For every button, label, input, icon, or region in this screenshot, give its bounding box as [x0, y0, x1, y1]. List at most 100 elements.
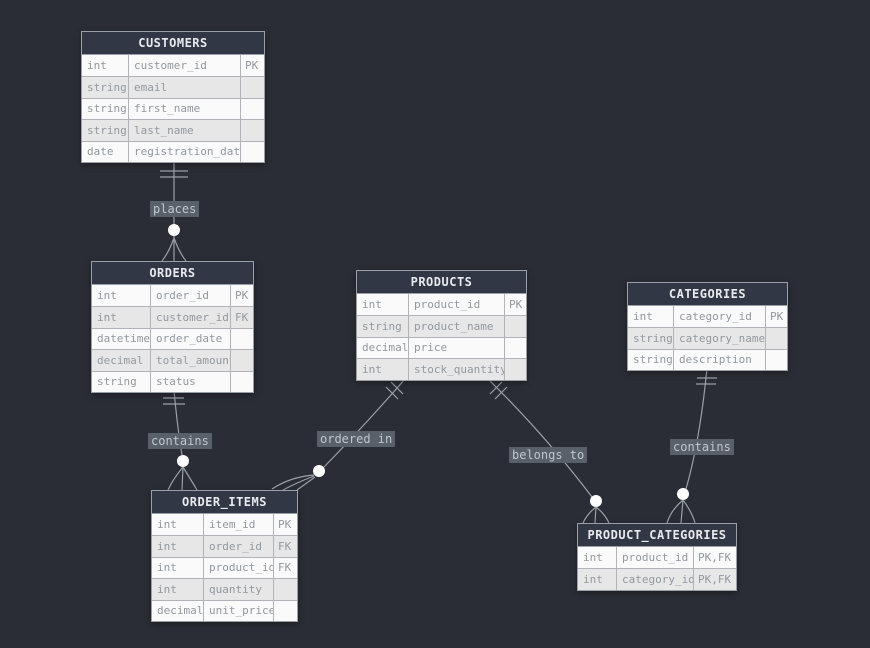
column-type-cell: int	[152, 557, 204, 579]
relationship-label-ordered-in[interactable]: ordered in	[317, 431, 396, 447]
column-name-cell: last_name	[129, 120, 241, 141]
column-name-cell: category_name	[674, 328, 766, 349]
column-type-cell: int	[82, 55, 129, 77]
column-name-cell: product_id	[409, 294, 505, 316]
column-type-cell: string	[82, 77, 129, 98]
column-name-cell: description	[674, 349, 766, 371]
column-key-cell: PK,FK	[698, 551, 732, 565]
cardinality-circle	[313, 465, 325, 477]
column-key-cell	[766, 328, 787, 348]
column-name-cell: registration_date	[129, 141, 241, 162]
cardinality-one-marks	[489, 381, 508, 400]
connector-belongs-to[interactable]	[487, 378, 610, 524]
cardinality-one-marks	[163, 397, 185, 405]
connector-contains-orders[interactable]	[163, 390, 198, 491]
relationship-label-places[interactable]: places	[150, 201, 200, 217]
column-name-cell: stock_quantity	[409, 359, 505, 380]
table-title-product-categories[interactable]: PRODUCT_CATEGORIES	[578, 524, 736, 547]
table-title-orders[interactable]: ORDERS	[92, 262, 253, 285]
column-key-cell	[241, 77, 264, 97]
column-name-cell: order_id	[151, 285, 231, 307]
crow-foot	[167, 466, 198, 491]
column-key-cell	[231, 350, 253, 370]
relationship-label-contains-orders[interactable]: contains	[148, 433, 212, 449]
relationship-label-contains-categories[interactable]: contains	[670, 439, 734, 455]
cardinality-circle	[677, 488, 689, 500]
column-key-cell	[505, 359, 526, 379]
column-type-cell: string	[628, 349, 674, 371]
column-name-cell: product_id	[617, 547, 694, 569]
column-name-cell: status	[151, 371, 231, 392]
column-key-cell	[274, 601, 297, 621]
table-title-categories[interactable]: CATEGORIES	[628, 283, 787, 306]
column-key-cell: PK	[235, 289, 249, 303]
column-name-cell: order_id	[204, 536, 274, 557]
column-key-cell: PK	[245, 59, 259, 73]
column-name-cell: unit_price	[204, 600, 274, 621]
cardinality-circle	[168, 224, 180, 236]
column-type-cell: datetime	[92, 328, 151, 350]
relationship-label-belongs-to[interactable]: belongs to	[509, 447, 588, 463]
column-type-cell: int	[152, 536, 204, 557]
column-type-cell: string	[82, 120, 129, 141]
cardinality-circle	[590, 495, 602, 507]
column-name-cell: price	[409, 337, 505, 359]
cardinality-one-marks	[160, 170, 188, 178]
table-title-customers[interactable]: CUSTOMERS	[82, 32, 264, 55]
column-type-cell: int	[357, 359, 409, 380]
connector-ordered-in[interactable]	[271, 378, 406, 491]
table-title-products[interactable]: PRODUCTS	[357, 271, 526, 294]
column-name-cell: customer_id	[151, 307, 231, 328]
column-type-cell: string	[92, 371, 151, 392]
column-type-cell: int	[92, 285, 151, 307]
table-title-order-items[interactable]: ORDER_ITEMS	[152, 491, 297, 514]
column-type-cell: int	[628, 306, 674, 328]
column-type-cell: decimal	[152, 600, 204, 621]
column-key-cell: FK	[235, 311, 249, 325]
column-name-cell: product_name	[409, 316, 505, 337]
connector-line	[487, 378, 593, 498]
column-name-cell: category_id	[617, 569, 694, 590]
column-type-cell: int	[152, 514, 204, 536]
column-key-cell	[241, 120, 264, 140]
column-key-cell: FK	[278, 540, 292, 554]
connector-contains-categories[interactable]	[666, 367, 717, 524]
column-type-cell: int	[357, 294, 409, 316]
